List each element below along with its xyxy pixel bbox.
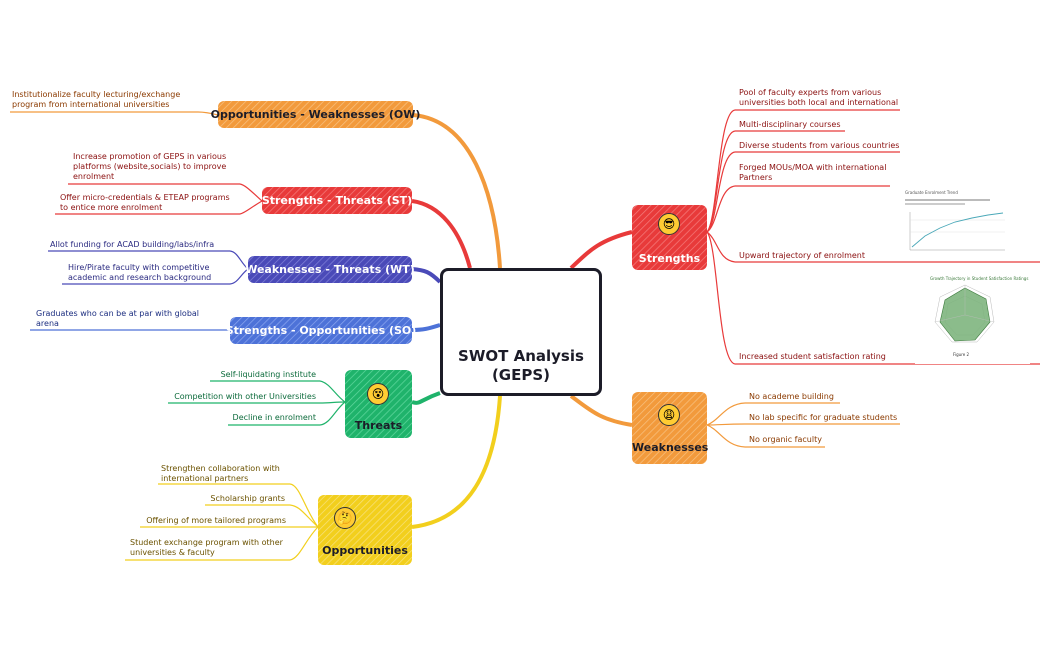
central-subtitle: (GEPS) xyxy=(491,366,551,384)
threats-item[interactable]: Self-liquidating institute xyxy=(220,370,316,379)
strengths-item[interactable]: Forged MOUs/MOA with international Partn… xyxy=(739,163,887,182)
opportunities-item[interactable]: Scholarship grants xyxy=(210,494,285,503)
dizzy-face-icon: 😵 xyxy=(367,383,389,405)
weaknesses-item[interactable]: No organic faculty xyxy=(749,435,822,444)
central-topic[interactable]: SWOT Analysis (GEPS) xyxy=(440,268,602,396)
thinking-face-icon: 🤔 xyxy=(334,507,356,529)
strengths-item[interactable]: Increased student satisfaction rating xyxy=(739,352,886,361)
threats-label: Threats xyxy=(354,419,403,432)
weaknesses-item[interactable]: No lab specific for graduate students xyxy=(749,413,898,422)
weaknesses-item[interactable]: No academe building xyxy=(749,392,834,401)
ow-node[interactable]: Opportunities - Weaknesses (OW) xyxy=(210,108,421,121)
weaknesses-node[interactable]: 😩 Weaknesses xyxy=(632,392,709,464)
strengths-label: Strengths xyxy=(638,252,701,265)
threats-item[interactable]: Decline in enrolment xyxy=(232,413,316,422)
opportunities-item[interactable]: Strengthen collaboration with internatio… xyxy=(161,464,280,483)
weary-face-icon: 😩 xyxy=(658,404,680,426)
strengths-item[interactable]: Upward trajectory of enrolment xyxy=(739,251,866,260)
threats-item[interactable]: Competition with other Universities xyxy=(174,392,316,401)
satisfaction-radar-thumbnail xyxy=(915,272,1030,364)
strengths-item[interactable]: Pool of faculty experts from various uni… xyxy=(739,88,899,107)
opportunities-node[interactable]: 🤔 Opportunities xyxy=(318,495,412,565)
wt-item[interactable]: Hire/Pirate faculty with competitive aca… xyxy=(68,263,212,282)
wt-node[interactable]: Weaknesses - Threats (WT) xyxy=(245,263,415,276)
weaknesses-label: Weaknesses xyxy=(632,441,709,454)
st-item[interactable]: Offer micro-credentials & ETEAP programs… xyxy=(60,193,230,212)
opportunities-label: Opportunities xyxy=(322,544,408,557)
strengths-node[interactable]: 😎 Strengths xyxy=(632,205,707,270)
ow-item[interactable]: Institutionalize faculty lecturing/excha… xyxy=(12,90,181,109)
st-node[interactable]: Strengths - Threats (ST) xyxy=(261,194,413,207)
chart1-title: Graduate Enrolment Trend xyxy=(905,190,958,195)
wt-item[interactable]: Allot funding for ACAD building/labs/inf… xyxy=(50,240,215,249)
central-title: SWOT Analysis xyxy=(458,347,584,365)
cool-face-icon: 😎 xyxy=(658,213,680,235)
opportunities-item[interactable]: Offering of more tailored programs xyxy=(146,516,286,525)
so-node[interactable]: Strengths - Opportunities (SO) xyxy=(225,324,417,337)
so-item[interactable]: Graduates who can be at par with global … xyxy=(36,309,200,328)
strengths-item[interactable]: Diverse students from various countries xyxy=(739,141,900,150)
threats-node[interactable]: 😵 Threats xyxy=(345,370,412,438)
enrolment-trend-thumbnail xyxy=(900,195,1010,257)
strengths-item[interactable]: Multi-disciplinary courses xyxy=(739,120,841,129)
opportunities-item[interactable]: Student exchange program with other univ… xyxy=(130,538,283,557)
chart2-caption: Figure 2 xyxy=(953,352,970,357)
chart2-title: Growth Trajectory in Student Satisfactio… xyxy=(930,276,1029,281)
st-item[interactable]: Increase promotion of GEPS in various pl… xyxy=(73,152,227,181)
